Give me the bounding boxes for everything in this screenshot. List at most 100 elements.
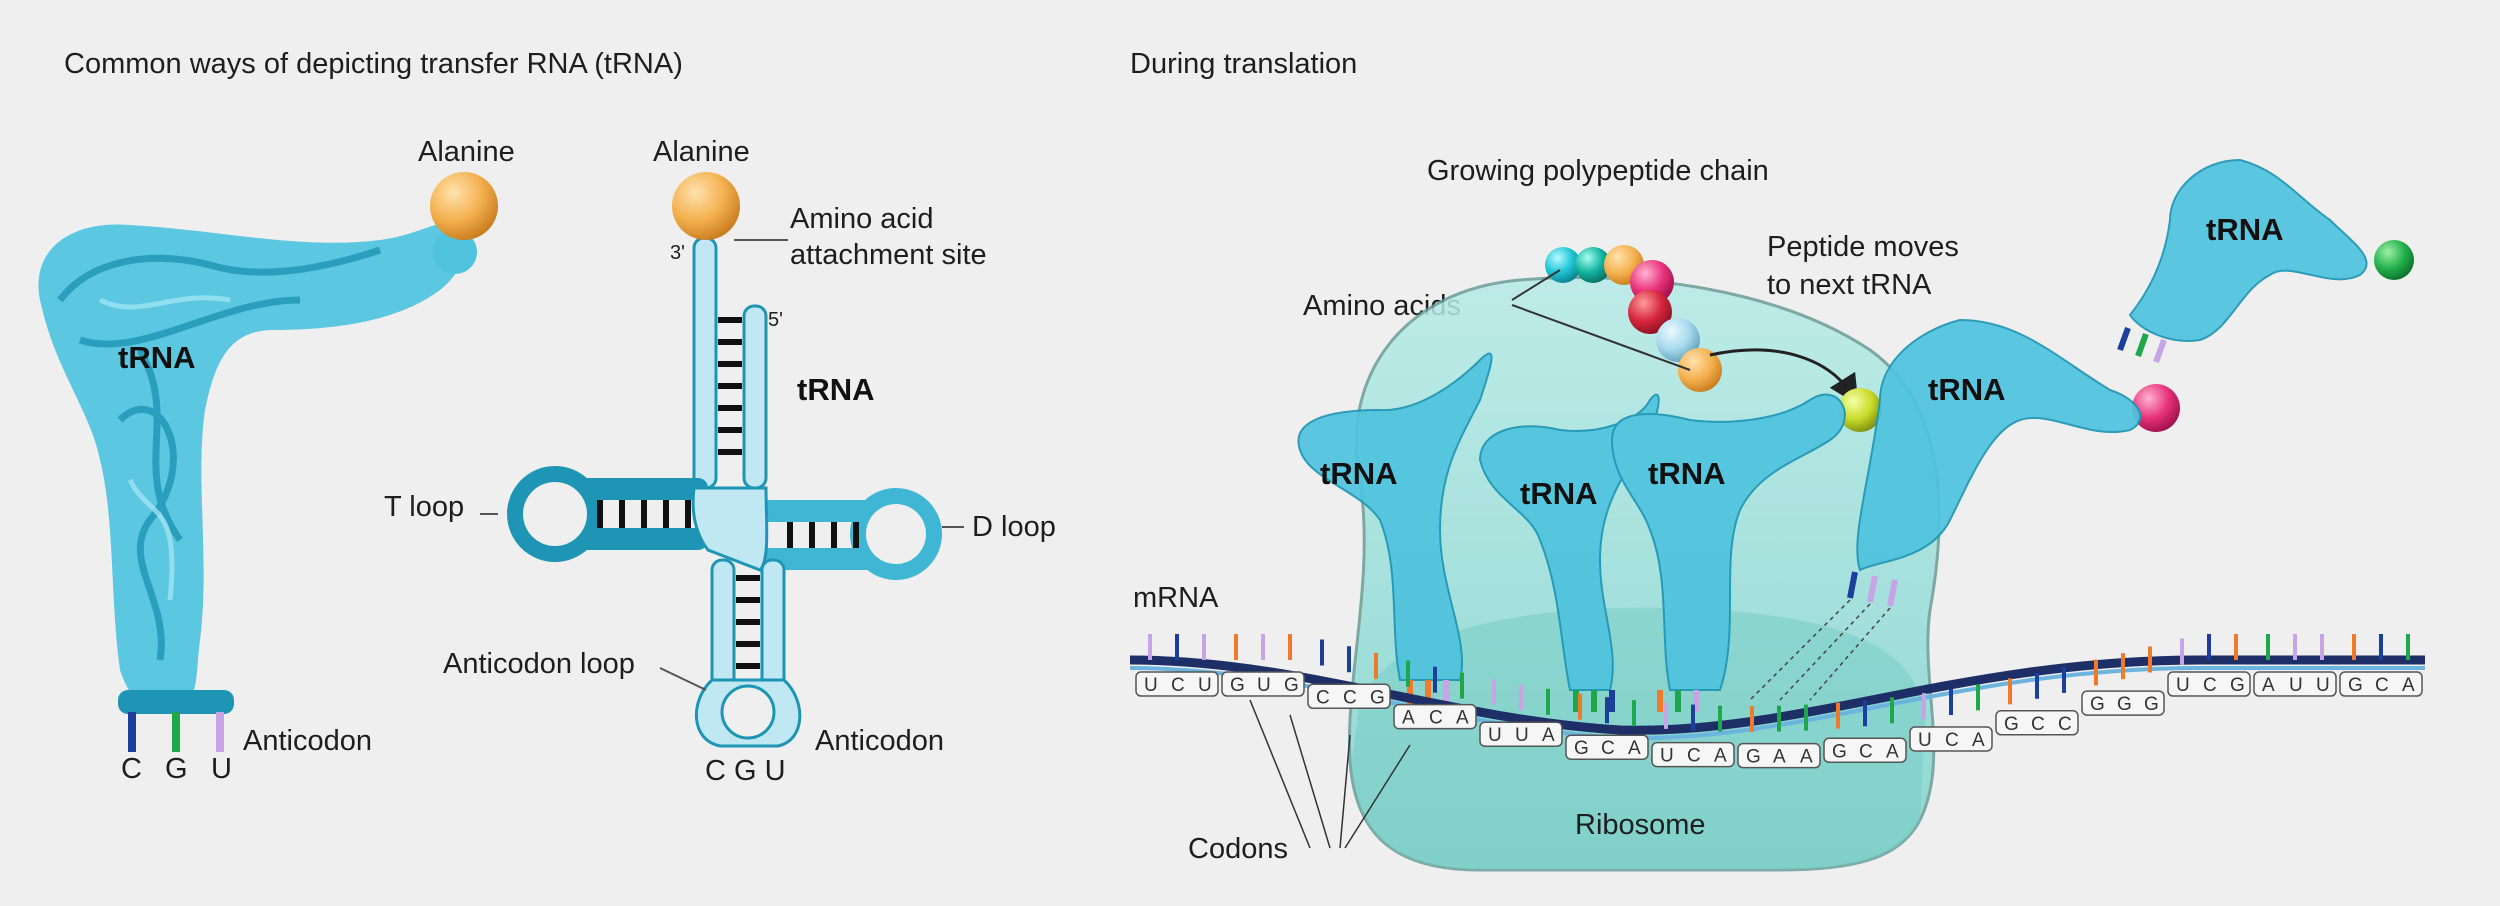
codon-base-letter: C: [1171, 675, 1185, 696]
codon-base-letter: U: [1257, 675, 1271, 696]
codon-box: [2167, 671, 2251, 697]
codon-base-letter: G: [1574, 738, 1589, 759]
codon-base-letter: G: [2117, 694, 2132, 715]
trna-label-cloverleaf: tRNA: [797, 372, 875, 407]
peptide-moves-line1: Peptide moves: [1767, 231, 1959, 263]
mrna-label: mRNA: [1133, 582, 1219, 614]
codon-box: [1307, 683, 1391, 710]
anticodon-loop-label: Anticodon loop: [443, 648, 635, 680]
codon-base-letter: C: [2203, 675, 2217, 696]
codon-base-letter: C: [1429, 708, 1443, 729]
trna-blob: [1478, 393, 1660, 691]
codon-box: [2339, 671, 2423, 697]
amino-acid-ball: [2132, 384, 2180, 432]
codon-box: [1737, 742, 1821, 769]
polypeptide-chain: [1511, 240, 2414, 432]
ribosome-label: Ribosome: [1575, 809, 1706, 841]
anticodon-label-model: Anticodon: [243, 725, 372, 757]
codon-base-letter: A: [1542, 725, 1555, 746]
codon-base-letter: G: [1746, 747, 1761, 768]
trna-translation-labels: tRNA tRNA tRNA tRNA tRNA: [1320, 212, 2284, 511]
anticodon-seq-label: C G U: [705, 755, 786, 787]
codon-base-letter: C: [1343, 687, 1357, 708]
codon-base-letter: G: [2090, 694, 2105, 715]
codon-base-letter: G: [1370, 687, 1385, 708]
codon-base-letter: C: [1859, 741, 1873, 762]
growing-chain-label: Growing polypeptide chain: [1427, 155, 1769, 187]
codon-box: [2081, 690, 2165, 716]
codon-box: [2253, 671, 2337, 697]
codon-box: [1651, 741, 1735, 768]
trna-label-1: tRNA: [1320, 456, 1398, 491]
left-panel-title: Common ways of depicting transfer RNA (t…: [64, 48, 683, 80]
codon-pointers: [1249, 699, 1411, 849]
codon-base-letter: A: [1714, 746, 1727, 767]
codon-base-letter: U: [1488, 725, 1502, 746]
codon-base-letter: C: [1945, 730, 1959, 751]
codon-base-letter: G: [2144, 694, 2159, 715]
codon-base-letter: A: [1972, 730, 1985, 751]
amino-acid-ball: [1838, 388, 1882, 432]
codon-base-letter: G: [2348, 675, 2363, 696]
trna-blob: [1610, 393, 1846, 691]
trna-label-3: tRNA: [1648, 456, 1726, 491]
trna-cloverleaf: [480, 172, 964, 748]
alanine-ball: [430, 172, 498, 240]
trna-label-2: tRNA: [1520, 476, 1598, 511]
codon-base-letter: G: [2004, 714, 2019, 735]
codon-base-letter: A: [1773, 747, 1786, 768]
trna-blob: [1297, 352, 1493, 681]
attachment-site-line2: attachment site: [790, 239, 987, 271]
trna-blob: [1856, 318, 2142, 572]
trna-translation-group: [1297, 158, 2368, 691]
codon-box: [1995, 710, 2079, 736]
base-label-c: C: [121, 753, 142, 785]
three-prime-label: 3': [670, 242, 685, 264]
codon-base-letter: U: [1515, 725, 1529, 746]
codon-base-letter: A: [1886, 741, 1899, 762]
codon-base-letter: U: [1660, 746, 1674, 767]
codon-base-letter: U: [1144, 675, 1158, 696]
amino-acid-ball: [1628, 290, 1672, 334]
codon-base-letter: G: [2230, 675, 2245, 696]
amino-acid-ball: [2374, 240, 2414, 280]
base-label-g: G: [165, 753, 188, 785]
trna-label-4: tRNA: [1928, 372, 2006, 407]
codon-base-letter: C: [1687, 746, 1701, 767]
codon-base-letter: A: [2402, 675, 2415, 696]
amino-acid-ball: [1678, 348, 1722, 392]
codon-base-letter: G: [1230, 675, 1245, 696]
d-loop-label: D loop: [972, 511, 1056, 543]
trna-3d-model: [38, 172, 498, 752]
codon-box: [1393, 703, 1477, 730]
trna-label-5: tRNA: [2206, 212, 2284, 247]
codon-box: [1135, 671, 1219, 697]
codon-base-letter: U: [1198, 675, 1212, 696]
base-label-u: U: [211, 753, 232, 785]
codon-base-letter: C: [2058, 714, 2072, 735]
alanine-ball: [672, 172, 740, 240]
t-loop-label: T loop: [384, 491, 464, 523]
codon-base-letter: A: [1402, 708, 1415, 729]
codon-base-letter: A: [2262, 675, 2275, 696]
codon-box: [1221, 671, 1305, 697]
codon-base-letter: A: [1456, 708, 1469, 729]
codon-base-letter: U: [2289, 675, 2303, 696]
codon-base-letter: C: [1316, 687, 1330, 708]
trna-label-model: tRNA: [118, 340, 196, 375]
codon-box: [1823, 737, 1907, 764]
codon-base-letter: C: [1601, 738, 1615, 759]
alanine-label-model: Alanine: [418, 136, 515, 168]
alanine-label-cloverleaf: Alanine: [653, 136, 750, 168]
codon-base-letter: A: [1628, 738, 1641, 759]
five-prime-label: 5': [768, 309, 783, 331]
tracking-lines: [1749, 599, 1891, 701]
codon-base-letter: G: [1284, 675, 1299, 696]
codon-box: [1909, 726, 1993, 752]
amino-acid-ball: [1575, 247, 1611, 283]
attachment-site-line1: Amino acid: [790, 203, 933, 235]
codon-base-letter: U: [2176, 675, 2190, 696]
peptide-moves-line2: to next tRNA: [1767, 269, 1932, 301]
